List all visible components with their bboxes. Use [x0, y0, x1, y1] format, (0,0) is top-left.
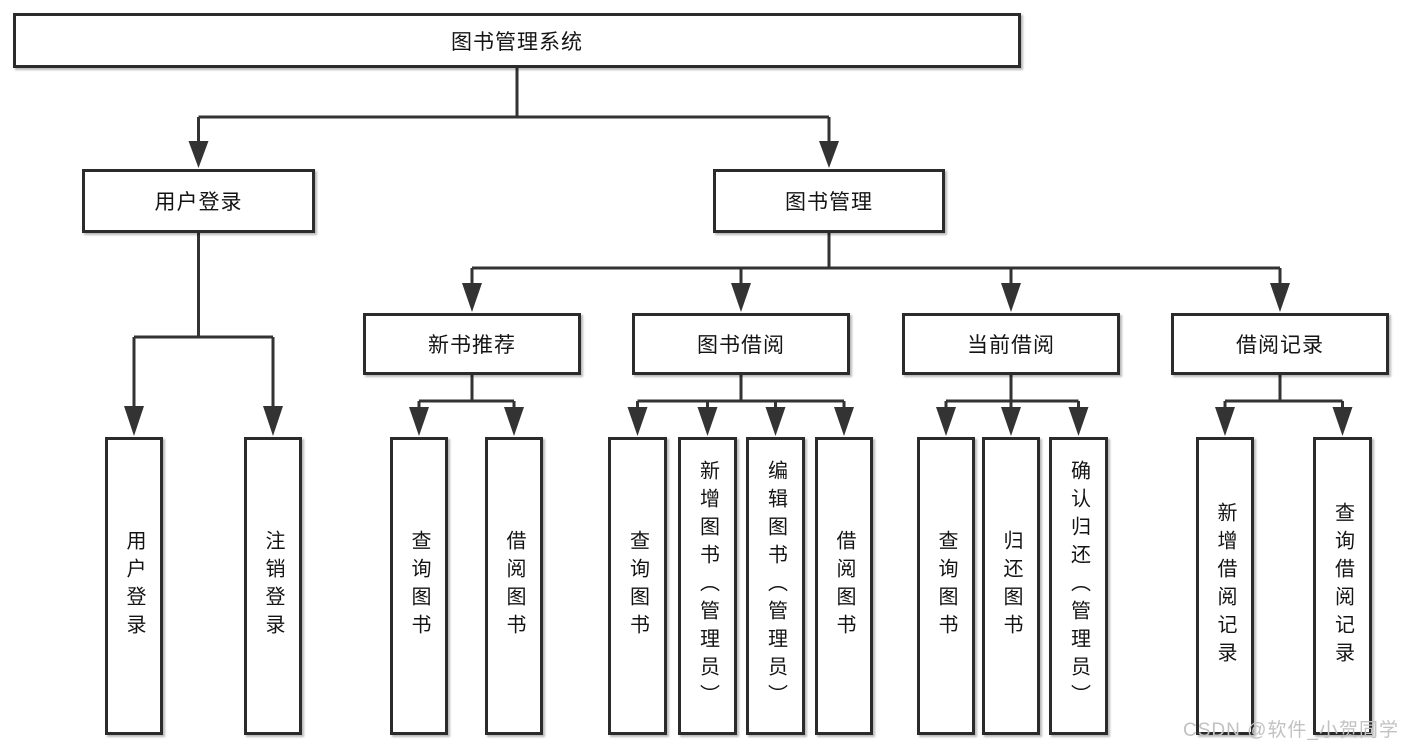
arrowhead — [462, 283, 482, 312]
arrowhead — [124, 406, 144, 436]
leaf-user-login: 用户登录 — [105, 437, 163, 735]
arrowhead — [409, 407, 429, 436]
connector-current-borrow-children — [936, 375, 1089, 436]
node-book-management: 图书管理 — [713, 169, 945, 233]
arrowhead — [1215, 407, 1235, 436]
csdn-watermark: CSDN @软件_小贺同学 — [1183, 720, 1399, 741]
arrowhead — [1068, 407, 1089, 436]
node-root-system: 图书管理系统 — [13, 13, 1021, 68]
connector-book-management-children — [462, 233, 1290, 312]
connector-user-login-children — [124, 233, 283, 436]
arrowhead — [765, 407, 786, 436]
arrowhead — [1332, 407, 1353, 436]
arrowhead — [263, 406, 283, 436]
leaf-logout: 注销登录 — [244, 437, 302, 735]
arrowhead — [504, 407, 524, 436]
connector-book-borrow-children — [627, 375, 854, 436]
leaf-add-borrow-record: 新增借阅记录 — [1196, 437, 1254, 735]
node-book-borrow: 图书借阅 — [632, 313, 850, 375]
leaf-edit-book-admin: 编辑图书（管理员） — [746, 437, 805, 735]
arrowhead — [1270, 283, 1290, 312]
leaf-query-books-borrow: 查询图书 — [608, 437, 667, 735]
arrowhead — [819, 141, 839, 168]
node-new-book-recommend: 新书推荐 — [363, 313, 581, 375]
leaf-return-book: 归还图书 — [982, 437, 1040, 735]
node-current-borrow: 当前借阅 — [902, 313, 1120, 375]
leaf-query-borrow-record: 查询借阅记录 — [1313, 437, 1372, 735]
leaf-borrow-books: 借阅图书 — [815, 437, 873, 735]
arrowhead — [627, 407, 648, 436]
arrowhead — [1001, 407, 1021, 436]
node-user-login: 用户登录 — [82, 169, 315, 233]
leaf-add-book-admin: 新增图书（管理员） — [678, 437, 737, 735]
connector-root-to-level2 — [188, 68, 839, 168]
arrowhead — [188, 141, 209, 168]
leaf-query-books-current: 查询图书 — [917, 437, 975, 735]
arrowhead — [936, 407, 956, 436]
connector-new-book-children — [409, 375, 524, 436]
leaf-confirm-return-admin: 确认归还（管理员） — [1049, 437, 1108, 735]
leaf-borrow-books-recommend: 借阅图书 — [485, 437, 543, 735]
leaf-query-books-recommend: 查询图书 — [390, 437, 448, 735]
node-borrow-records: 借阅记录 — [1171, 313, 1389, 375]
arrowhead — [834, 407, 854, 436]
connector-borrow-records-children — [1215, 375, 1353, 436]
arrowhead — [1001, 283, 1021, 312]
arrowhead — [731, 283, 751, 312]
arrowhead — [697, 407, 718, 436]
